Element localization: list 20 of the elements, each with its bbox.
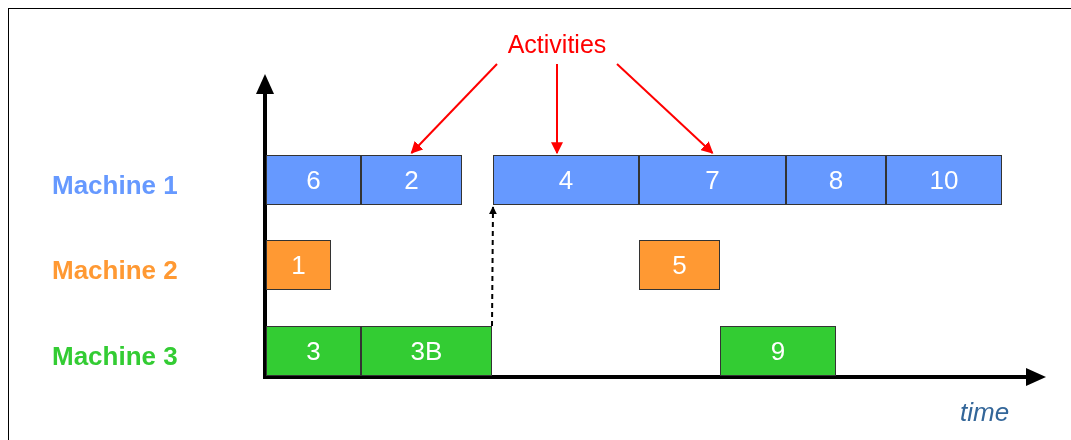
activity-bar: 4 [493,155,639,205]
activity-bar: 9 [720,326,836,376]
activity-bar: 7 [639,155,786,205]
callout-label: Activities [497,26,617,64]
activity-bar: 1 [266,240,331,290]
activity-bar: 2 [361,155,462,205]
activity-bar: 3B [361,326,492,376]
activity-bar: 5 [639,240,720,290]
activity-bar: 10 [886,155,1002,205]
activity-bar: 3 [266,326,361,376]
activity-bar: 6 [266,155,361,205]
axis-label: time [960,396,1010,429]
machine-label: Machine 1 [52,169,178,202]
arrow [410,63,498,154]
arrow [616,63,714,154]
machine-label: Machine 2 [52,254,178,287]
machine-label: Machine 3 [52,340,178,373]
arrow [551,63,563,155]
activity-bar: 8 [786,155,886,205]
dashed-arrow [488,206,497,327]
